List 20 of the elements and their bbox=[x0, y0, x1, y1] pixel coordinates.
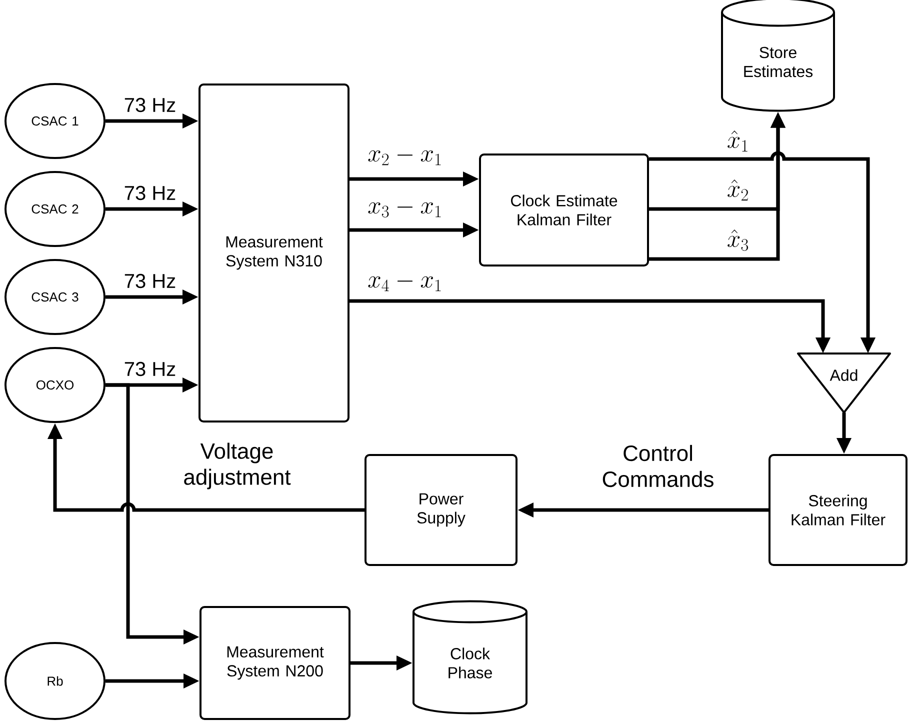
edge-label: $\hat{x}_1$ bbox=[726, 130, 750, 152]
process-box: Steering Kalman Filter bbox=[768, 454, 908, 566]
storage-cylinder: Clock Phase bbox=[412, 600, 528, 714]
process-box: Measurement System N310 bbox=[198, 84, 350, 422]
edge-label: $\hat{x}_2$ bbox=[726, 178, 750, 202]
edge-label: Control Commands bbox=[587, 444, 729, 488]
edge-label: 73 Hz bbox=[122, 96, 178, 114]
process-box: Power Supply bbox=[364, 454, 518, 566]
storage-cylinder: Store Estimates bbox=[721, 0, 835, 112]
edge-label: $\hat{x}_3$ bbox=[726, 228, 750, 252]
adder-triangle: Add bbox=[797, 352, 891, 414]
edge-label: 73 Hz bbox=[122, 360, 178, 378]
edge-label: Voltage adjustment bbox=[166, 442, 308, 490]
edge-label: 73 Hz bbox=[122, 184, 178, 202]
edge-label: $x_3 - x_1$ bbox=[366, 198, 444, 218]
process-box: Clock Estimate Kalman Filter bbox=[479, 154, 649, 266]
edge-label: $x_2 - x_1$ bbox=[366, 146, 444, 166]
edge-label: $x_4 - x_1$ bbox=[366, 272, 444, 292]
process-box: Measurement System N200 bbox=[200, 606, 350, 720]
edge-label: 73 Hz bbox=[122, 272, 178, 290]
